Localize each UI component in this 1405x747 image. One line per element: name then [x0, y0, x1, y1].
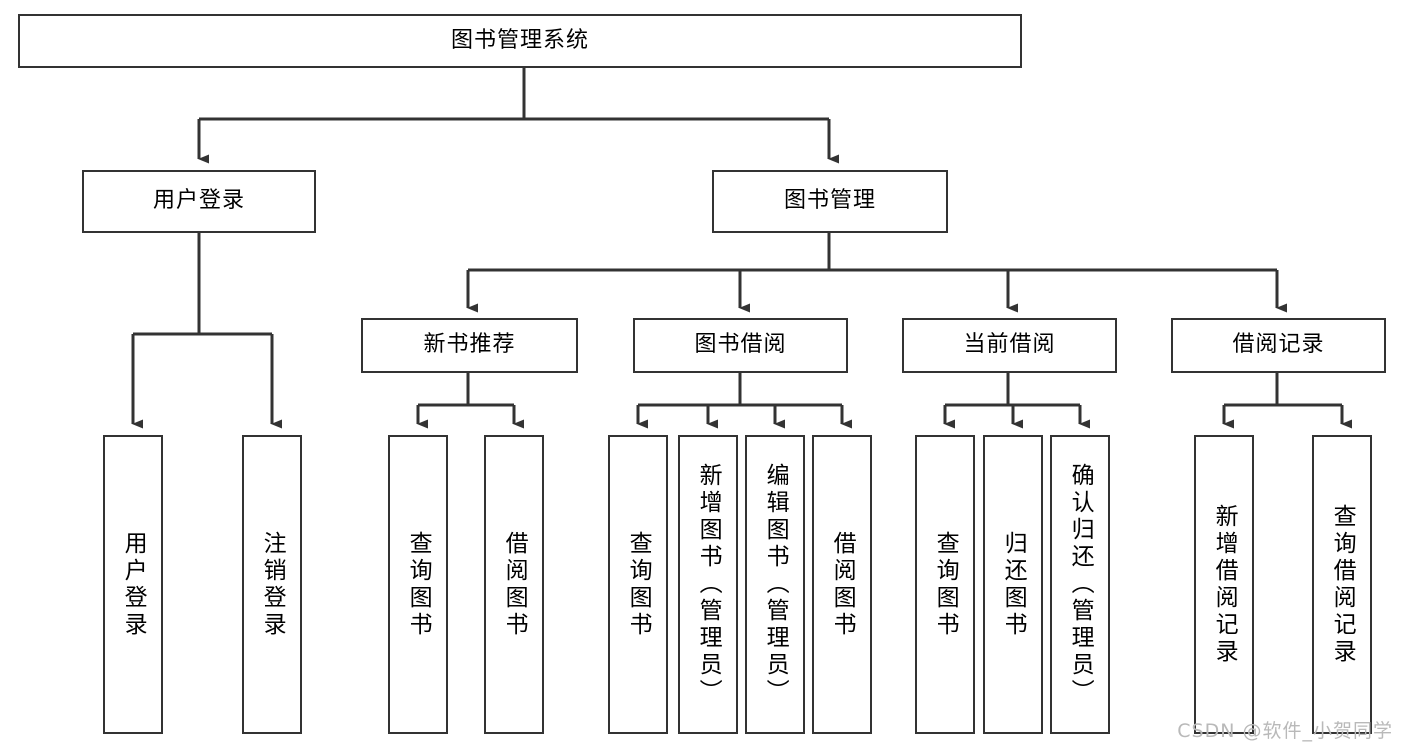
node-leaf-user-login[interactable]: 用户登录 — [103, 435, 163, 734]
leaf-label: 借阅图书 — [501, 530, 528, 639]
leaf-label: 查询图书 — [405, 530, 432, 639]
leaf-label: 编辑图书（管理员） — [762, 463, 789, 706]
leaf-label: 借阅图书 — [829, 530, 856, 639]
node-leaf-user-logout[interactable]: 注销登录 — [242, 435, 302, 734]
node-leaf-borrow-book-2[interactable]: 借阅图书 — [812, 435, 872, 734]
node-borrow-record[interactable]: 借阅记录 — [1171, 318, 1386, 373]
node-new-book-recommend[interactable]: 新书推荐 — [361, 318, 578, 373]
leaf-label: 查询图书 — [932, 530, 959, 639]
edge-root-to-level2 — [197, 68, 839, 164]
node-leaf-add-record[interactable]: 新增借阅记录 — [1194, 435, 1254, 734]
node-root[interactable]: 图书管理系统 — [18, 14, 1022, 68]
node-leaf-borrow-book-1[interactable]: 借阅图书 — [484, 435, 544, 734]
edge-book-borrow-to-leaves — [636, 373, 852, 429]
leaf-label: 查询图书 — [625, 530, 652, 639]
leaf-label: 注销登录 — [259, 530, 286, 639]
csdn-watermark: CSDN @软件_小贺同学 — [1177, 720, 1393, 742]
node-leaf-query-book-2[interactable]: 查询图书 — [608, 435, 668, 734]
leaf-label: 查询借阅记录 — [1329, 503, 1356, 666]
edge-user-login-to-leaves — [131, 233, 282, 429]
edge-borrow-record-to-leaves — [1222, 373, 1352, 429]
leaf-label: 归还图书 — [1000, 530, 1027, 639]
leaf-label: 确认归还（管理员） — [1067, 463, 1094, 706]
node-leaf-add-book[interactable]: 新增图书（管理员） — [678, 435, 738, 734]
leaf-label: 新增借阅记录 — [1211, 503, 1238, 666]
node-leaf-confirm-return[interactable]: 确认归还（管理员） — [1050, 435, 1110, 734]
node-user-login[interactable]: 用户登录 — [82, 170, 316, 233]
leaf-label: 用户登录 — [120, 530, 147, 639]
edge-book-manage-to-level3 — [466, 233, 1287, 313]
leaf-label: 新增图书（管理员） — [695, 463, 722, 706]
node-leaf-query-book-3[interactable]: 查询图书 — [915, 435, 975, 734]
edge-current-borrow-to-leaves — [943, 373, 1090, 429]
node-leaf-return-book[interactable]: 归还图书 — [983, 435, 1043, 734]
node-leaf-edit-book[interactable]: 编辑图书（管理员） — [745, 435, 805, 734]
node-leaf-query-book-1[interactable]: 查询图书 — [388, 435, 448, 734]
node-book-manage[interactable]: 图书管理 — [712, 170, 948, 233]
node-book-borrow[interactable]: 图书借阅 — [633, 318, 848, 373]
node-leaf-query-record[interactable]: 查询借阅记录 — [1312, 435, 1372, 734]
edge-new-book-recommend-to-leaves — [416, 373, 524, 429]
node-current-borrow[interactable]: 当前借阅 — [902, 318, 1117, 373]
